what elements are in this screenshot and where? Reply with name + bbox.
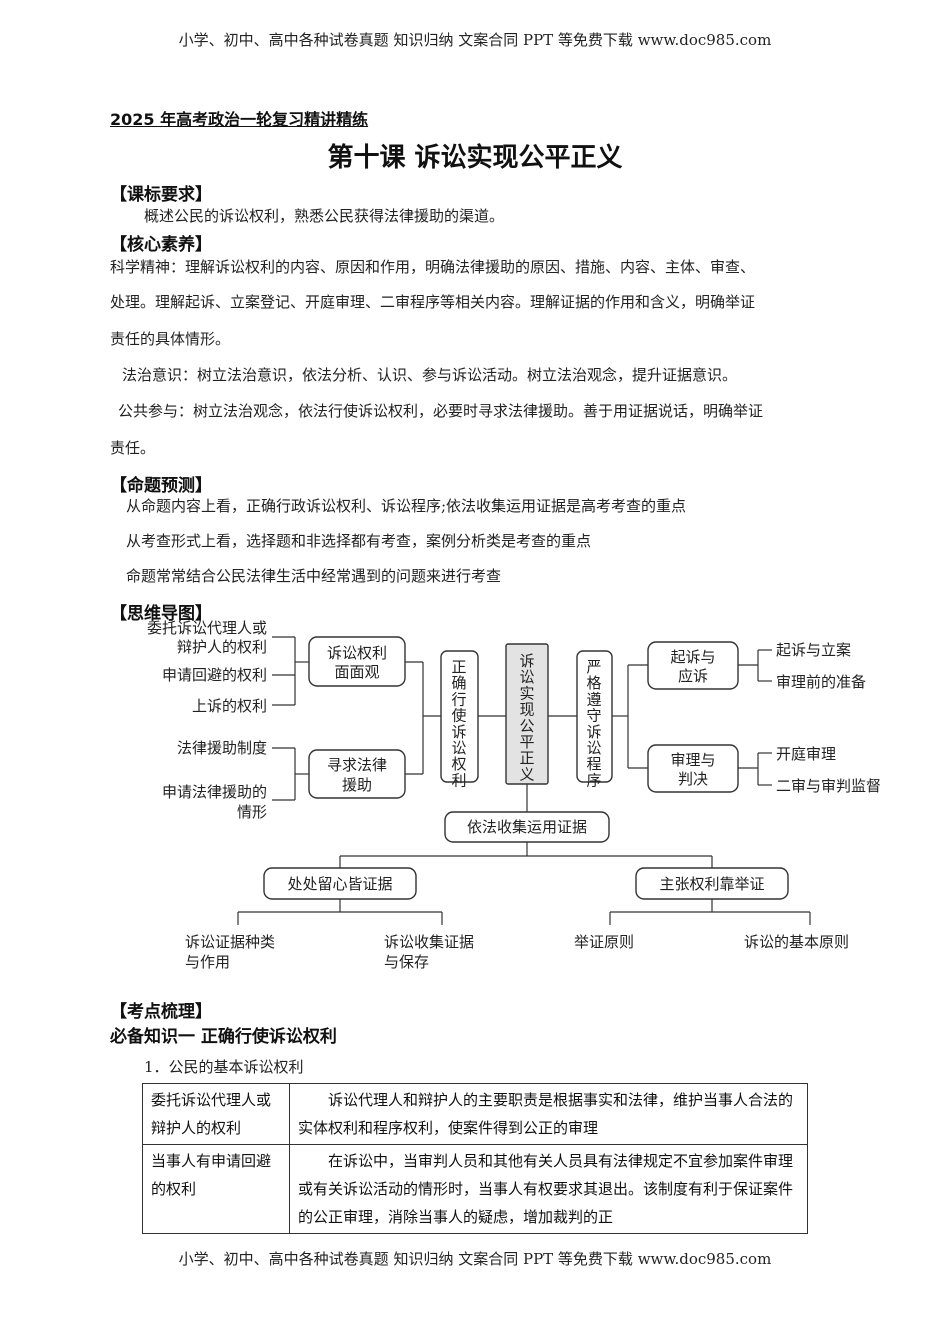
section-mindmap-heading: 【思维导图】 (110, 604, 212, 624)
map-item: 法律援助制度 (177, 739, 267, 757)
sue-box (647, 641, 739, 690)
left-branch-label: 正确行使诉讼权利 (451, 658, 466, 789)
section-literacy-heading: 【核心素养】 (110, 235, 212, 255)
map-item: 诉讼收集证据 (384, 933, 474, 951)
evidence-box (444, 811, 610, 843)
literacy-line: 法治意识：树立法治意识，依法分析、认识、参与诉讼活动。树立法治观念，提升证据意识… (122, 366, 738, 384)
table-cell-right: 当事人有申请回避的权利 (142, 1144, 290, 1234)
map-item: 开庭审理 (776, 745, 836, 763)
evidence-right-box (635, 867, 789, 900)
table-cell-right: 委托诉讼代理人或辩护人的权利 (142, 1083, 290, 1145)
evidence-label: 依法收集运用证据 (467, 818, 587, 836)
box-label: 审理与 (670, 751, 715, 769)
literacy-line: 处理。理解起诉、立案登记、开庭审理、二审程序等相关内容。理解证据的作用和含义，明… (110, 293, 756, 311)
map-item: 申请法律援助的 (162, 783, 267, 801)
rights-table: 委托诉讼代理人或辩护人的权利 诉讼代理人和辩护人的主要职责是根据事实和法律，维护… (142, 1083, 808, 1234)
box-label: 应诉 (678, 667, 708, 685)
box-label: 起诉与 (670, 648, 715, 666)
evidence-right-label: 主张权利靠举证 (659, 875, 764, 893)
left-branch-box (440, 650, 479, 783)
evidence-left-label: 处处留心皆证据 (287, 875, 392, 893)
literacy-line: 责任的具体情形。 (110, 330, 231, 348)
center-label: 诉讼实现公平正义 (519, 652, 534, 783)
table-row: 委托诉讼代理人或辩护人的权利 诉讼代理人和辩护人的主要职责是根据事实和法律，维护… (142, 1083, 808, 1145)
section-review-heading: 【考点梳理】 (110, 1002, 212, 1022)
map-item: 审理前的准备 (776, 673, 866, 691)
prediction-line: 命题常常结合公民法律生活中经常遇到的问题来进行考查 (126, 567, 502, 585)
map-item: 辩护人的权利 (177, 638, 267, 656)
evidence-left-box (263, 867, 417, 900)
map-item: 举证原则 (574, 933, 634, 951)
map-item: 诉讼的基本原则 (744, 933, 849, 951)
map-item: 申请回避的权利 (162, 666, 267, 684)
map-item: 委托诉讼代理人或 (147, 619, 267, 637)
page-header: 小学、初中、高中各种试卷真题 知识归纳 文案合同 PPT 等免费下载 www.d… (178, 31, 772, 49)
knowledge-title: 必备知识一 正确行使诉讼权利 (110, 1027, 337, 1047)
lesson-title: 第十课 诉讼实现公平正义 (327, 143, 623, 173)
aid-box (308, 749, 406, 799)
map-item: 情形 (237, 803, 267, 821)
mind-map: 委托诉讼代理人或 辩护人的权利 申请回避的权利 上诉的权利 法律援助制度 申请法… (147, 619, 881, 971)
literacy-line: 责任。 (110, 439, 156, 457)
box-label: 面面观 (334, 663, 379, 681)
table-cell-desc: 诉讼代理人和辩护人的主要职责是根据事实和法律，维护当事人合法的实体权利和程序权利… (289, 1083, 808, 1145)
box-label: 寻求法律 (327, 756, 387, 774)
box-label: 援助 (342, 776, 372, 794)
right-branch-box (576, 650, 613, 783)
box-label: 诉讼权利 (327, 644, 387, 662)
box-label: 判决 (678, 770, 708, 788)
map-item: 与作用 (185, 953, 230, 971)
course-title: 2025 年高考政治一轮复习精讲精练 (110, 110, 369, 129)
map-item: 二审与审判监督 (776, 777, 881, 795)
prediction-line: 从命题内容上看，正确行政诉讼权利、诉讼程序;依法收集运用证据是高考考查的重点 (126, 497, 687, 515)
trial-box (647, 744, 739, 793)
section-prediction-heading: 【命题预测】 (110, 476, 212, 496)
map-item: 起诉与立案 (776, 641, 851, 659)
center-box (505, 643, 549, 785)
standards-text: 概述公民的诉讼权利，熟悉公民获得法律援助的渠道。 (144, 207, 505, 225)
literacy-line: 科学精神：理解诉讼权利的内容、原因和作用，明确法律援助的原因、措施、内容、主体、… (110, 258, 756, 276)
map-item: 与保存 (384, 953, 429, 971)
table-cell-desc: 在诉讼中，当审判人员和其他有关人员具有法律规定不宜参加案件审理或有关诉讼活动的情… (289, 1144, 808, 1234)
table-subtitle: 1．公民的基本诉讼权利 (144, 1058, 304, 1076)
right-branch-label: 严格遵守诉讼程序 (586, 658, 601, 789)
literacy-line: 公共参与：树立法治观念，依法行使诉讼权利，必要时寻求法律援助。善于用证据说话，明… (118, 402, 764, 420)
rights-box (308, 636, 406, 687)
section-standards-heading: 【课标要求】 (110, 185, 212, 205)
prediction-line: 从考查形式上看，选择题和非选择都有考查，案例分析类是考查的重点 (126, 532, 592, 550)
map-item: 上诉的权利 (192, 697, 267, 715)
page-footer: 小学、初中、高中各种试卷真题 知识归纳 文案合同 PPT 等免费下载 www.d… (178, 1250, 772, 1268)
map-item: 诉讼证据种类 (185, 933, 275, 951)
table-row: 当事人有申请回避的权利 在诉讼中，当审判人员和其他有关人员具有法律规定不宜参加案… (142, 1144, 808, 1234)
